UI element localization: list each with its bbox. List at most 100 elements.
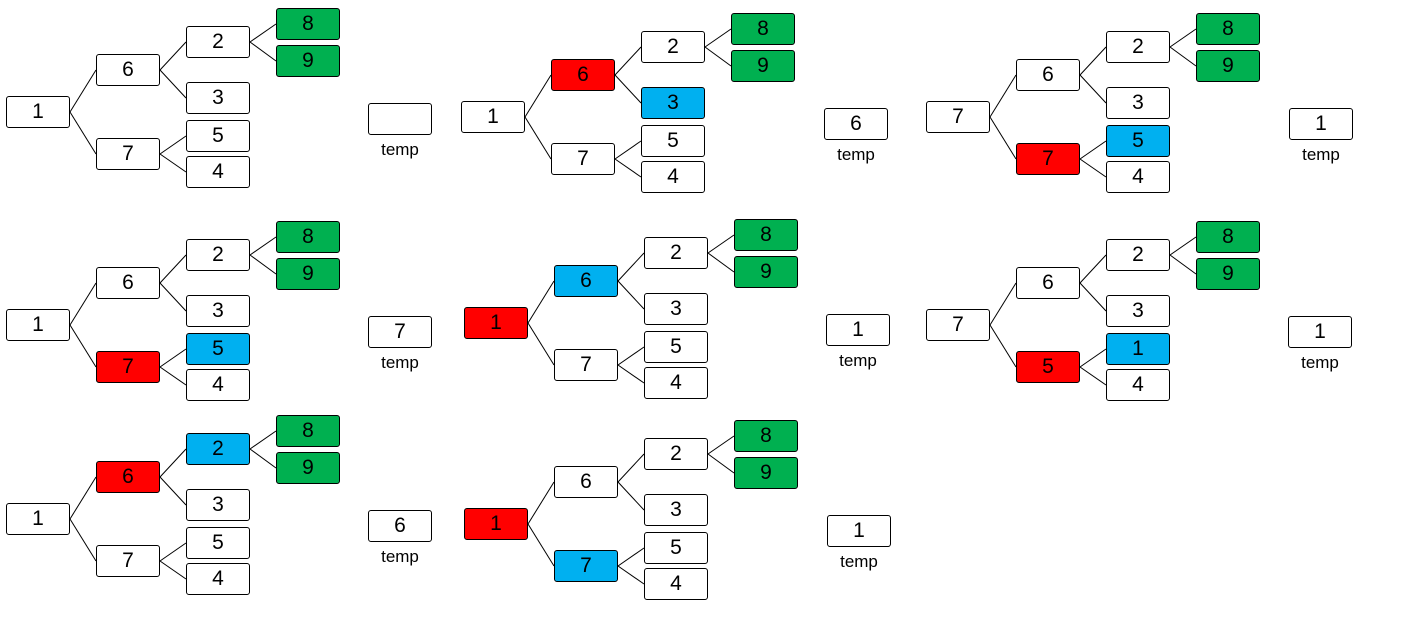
tree-edge	[704, 46, 732, 67]
tree-node: 1	[6, 503, 70, 535]
tree-node: 8	[734, 420, 798, 452]
tree-edge	[617, 346, 645, 366]
temp-label: temp	[1302, 145, 1340, 164]
tree-node: 1	[1106, 333, 1170, 365]
temp-value-box: 1	[1289, 108, 1353, 140]
tree-node: 7	[1016, 143, 1080, 175]
tree-node: 1	[464, 307, 528, 339]
tree-node: 9	[734, 256, 798, 288]
tree-node: 5	[186, 333, 250, 365]
tree-node: 1	[464, 508, 528, 540]
tree-edge	[1079, 366, 1107, 386]
tree-edge	[707, 435, 735, 455]
tree-node: 2	[644, 438, 708, 470]
tree-node: 3	[1106, 87, 1170, 119]
tree-edge	[1079, 158, 1107, 178]
tree-node: 1	[6, 96, 70, 128]
tree-node: 8	[276, 221, 340, 253]
tree-node: 8	[1196, 13, 1260, 45]
tree-node: 9	[276, 45, 340, 77]
tree-node: 6	[554, 466, 618, 498]
tree-edge	[159, 448, 187, 478]
tree-node: 5	[186, 527, 250, 559]
tree-edge	[159, 476, 187, 506]
tree-node: 1	[6, 309, 70, 341]
tree-node: 4	[641, 161, 705, 193]
tree-node: 9	[1196, 50, 1260, 82]
tree-node: 5	[1016, 351, 1080, 383]
tree-edge	[159, 542, 187, 562]
tree-edge	[1079, 348, 1107, 368]
tree-edge	[159, 41, 187, 71]
tree-node: 8	[276, 415, 340, 447]
tree-edge	[1079, 282, 1107, 312]
tree-node: 9	[1196, 258, 1260, 290]
tree-node: 2	[186, 433, 250, 465]
tree-edge	[69, 324, 97, 368]
tree-node: 6	[551, 59, 615, 91]
tree-edge	[617, 453, 645, 483]
tree-edge	[617, 252, 645, 282]
tree-node: 8	[731, 13, 795, 45]
tree-edge	[989, 282, 1017, 326]
tree-edge	[614, 46, 642, 76]
tree-node: 6	[96, 54, 160, 86]
temp-label: temp	[840, 552, 878, 571]
tree-node: 7	[96, 138, 160, 170]
tree-node: 7	[926, 309, 990, 341]
tree-edge	[1079, 140, 1107, 160]
tree-edge	[617, 547, 645, 567]
temp-value-box: 7	[368, 316, 432, 348]
tree-edge	[989, 116, 1017, 160]
tree-node: 2	[1106, 31, 1170, 63]
tree-node: 8	[734, 219, 798, 251]
tree-node: 2	[644, 237, 708, 269]
temp-value-box: 6	[368, 510, 432, 542]
tree-node: 2	[641, 31, 705, 63]
tree-node: 3	[186, 489, 250, 521]
tree-node: 4	[186, 156, 250, 188]
tree-edge	[69, 282, 97, 326]
tree-edge	[1169, 236, 1197, 256]
tree-edge	[159, 282, 187, 312]
tree-edge	[159, 560, 187, 580]
tree-edge	[249, 430, 277, 450]
tree-node: 8	[1196, 221, 1260, 253]
tree-edge	[1169, 28, 1197, 48]
tree-node: 6	[1016, 59, 1080, 91]
tree-node: 4	[1106, 369, 1170, 401]
tree-node: 6	[1016, 267, 1080, 299]
tree-edge	[159, 254, 187, 284]
tree-node: 3	[186, 82, 250, 114]
tree-edge	[249, 448, 277, 469]
tree-node: 9	[276, 258, 340, 290]
tree-edge	[527, 322, 555, 366]
temp-label: temp	[1301, 353, 1339, 372]
tree-node: 4	[186, 369, 250, 401]
tree-edge	[69, 111, 97, 155]
tree-edge	[617, 280, 645, 310]
tree-node: 7	[554, 550, 618, 582]
tree-edge	[614, 158, 642, 178]
tree-edge	[1169, 254, 1197, 275]
tree-edge	[159, 135, 187, 155]
tree-node: 9	[731, 50, 795, 82]
tree-node: 8	[276, 8, 340, 40]
tree-node: 4	[186, 563, 250, 595]
tree-node: 3	[641, 87, 705, 119]
tree-node: 6	[554, 265, 618, 297]
tree-node: 7	[96, 545, 160, 577]
tree-node: 4	[644, 367, 708, 399]
tree-node: 9	[276, 452, 340, 484]
tree-edge	[524, 74, 552, 118]
tree-node: 6	[96, 461, 160, 493]
tree-node: 4	[644, 568, 708, 600]
tree-edge	[704, 28, 732, 48]
tree-edge	[249, 41, 277, 62]
tree-edge	[527, 481, 555, 525]
tree-node: 5	[1106, 125, 1170, 157]
tree-edge	[1079, 254, 1107, 284]
tree-edge	[617, 481, 645, 511]
